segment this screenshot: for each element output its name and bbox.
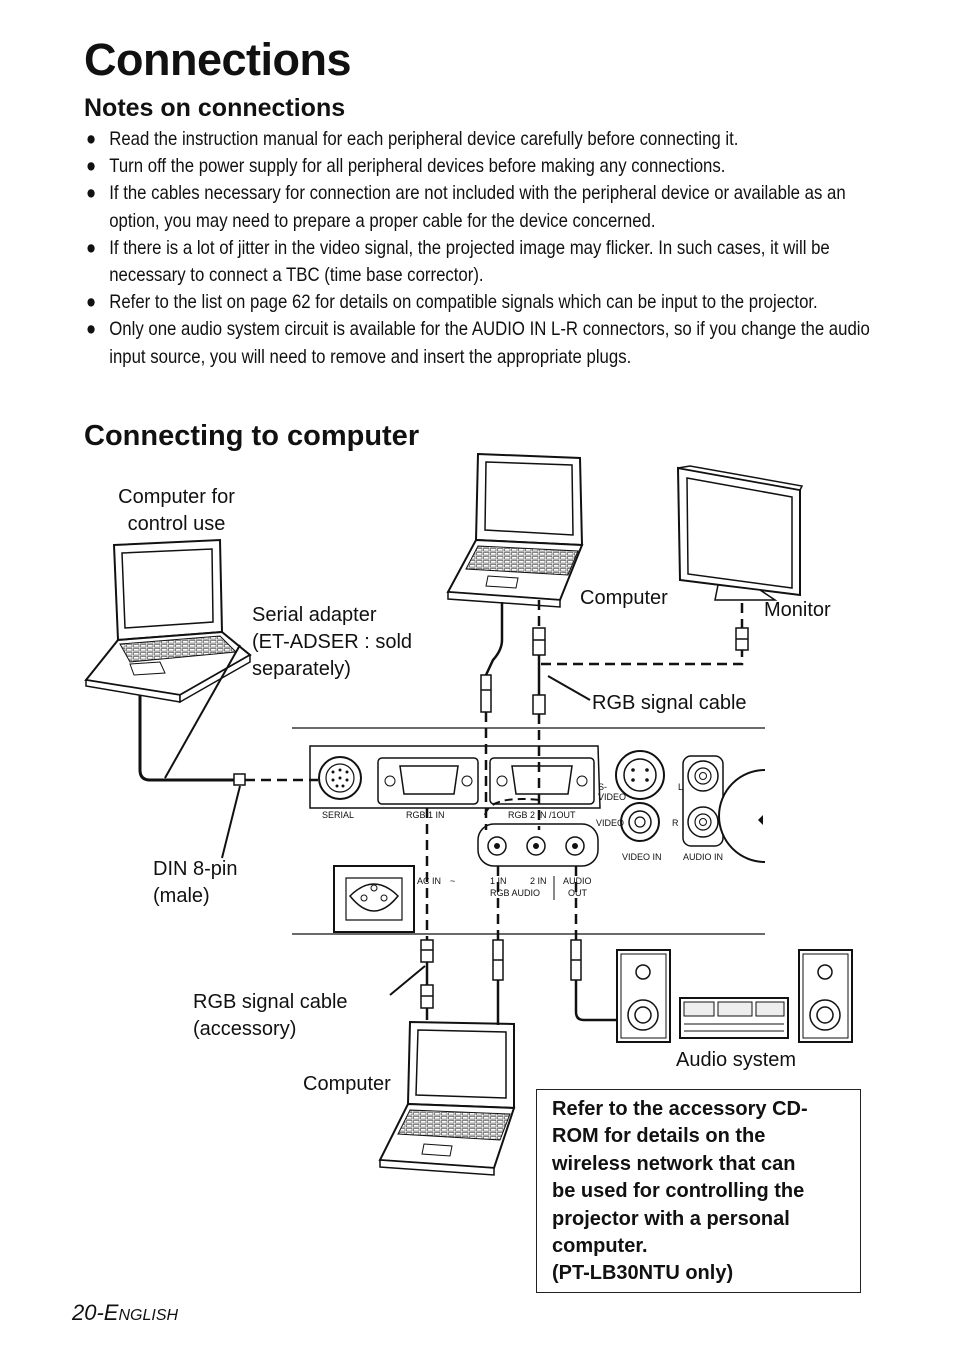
- note-item: ● Refer to the list on page 62 for detail…: [86, 289, 886, 316]
- footer-lang-rest: NGLISH: [118, 1307, 179, 1324]
- projector-panel: SERIAL RGB 1 IN RGB 2 IN /1OUT S-VIDEO V…: [292, 727, 766, 935]
- page-footer: 20-ENGLISH: [72, 1300, 178, 1326]
- label-computer-bottom: Computer: [303, 1073, 391, 1095]
- label-rgb-cable-top: RGB signal cable: [592, 692, 747, 714]
- note-box: [536, 1089, 861, 1293]
- panel-label-ac-in: AC IN: [417, 876, 441, 886]
- panel-label-2in: 2 IN: [530, 876, 547, 886]
- panel-label-audio-in: AUDIO IN: [683, 852, 723, 862]
- section-heading-computer: Connecting to computer: [84, 420, 420, 452]
- label-din-pin: DIN 8-pin (male): [153, 858, 238, 907]
- note-text: If the cables necessary for connection a…: [109, 182, 846, 232]
- panel-label-video: VIDEO: [596, 818, 624, 828]
- page-title: Connections: [84, 34, 352, 85]
- note-text: If there is a lot of jitter in the video…: [109, 236, 830, 287]
- plug-icon: [420, 939, 434, 963]
- bullet-icon: ●: [86, 291, 97, 314]
- panel-label-l: L: [678, 782, 683, 792]
- note-box-text: Refer to the accessory CD- ROM for detai…: [552, 1098, 808, 1285]
- label-rgb-cable-accessory: RGB signal cable (accessory): [193, 991, 348, 1040]
- panel-label-ac-symbol: ~: [450, 876, 455, 886]
- label-serial-adapter: Serial adapter (ET-ADSER : sold separate…: [252, 604, 413, 680]
- bullet-icon: ●: [86, 236, 97, 259]
- panel-label-serial: SERIAL: [322, 810, 354, 820]
- cables: [138, 600, 744, 1025]
- note-item: ● Read the instruction manual for each pe…: [86, 126, 886, 153]
- page-number: 20-: [72, 1300, 104, 1325]
- note-item: ● Only one audio system circuit is availa…: [86, 316, 886, 370]
- note-item: ● Turn off the power supply for all perip…: [86, 153, 886, 180]
- note-text: Refer to the list on page 62 for details…: [109, 291, 818, 314]
- footer-lang-initial: E: [103, 1300, 119, 1325]
- bullet-icon: ●: [86, 128, 97, 150]
- note-item: ● If there is a lot of jitter in the vide…: [86, 235, 886, 289]
- panel-label-1in: 1 IN: [490, 876, 507, 886]
- panel-label-rgb-audio: RGB AUDIO: [490, 888, 540, 898]
- audio-system-icon: [616, 949, 853, 1043]
- label-control-computer: Computer for control use: [118, 486, 235, 535]
- plug-icon: [532, 627, 546, 656]
- note-text: Turn off the power supply for all periph…: [109, 155, 726, 178]
- label-monitor: Monitor: [764, 599, 831, 621]
- label-computer-top: Computer: [580, 587, 668, 609]
- panel-label-rgb1: RGB 1 IN: [406, 810, 445, 820]
- laptop-control-icon: [84, 538, 252, 704]
- panel-label-r: R: [672, 818, 679, 828]
- bullet-icon: ●: [86, 318, 97, 341]
- panel-label-audio: AUDIO: [563, 876, 592, 886]
- panel-label-video-in: VIDEO IN: [622, 852, 662, 862]
- cable-plugs: [420, 627, 749, 1009]
- notes-list: ● Read the instruction manual for each pe…: [86, 126, 886, 371]
- monitor-icon: [676, 465, 804, 601]
- bullet-icon: ●: [86, 182, 97, 205]
- panel-label-rgb2: RGB 2 IN /1OUT: [508, 810, 576, 820]
- plug-icon: [532, 694, 546, 715]
- bullet-icon: ●: [86, 155, 97, 178]
- serial-adapter-icon: [233, 773, 246, 786]
- panel-label-svideo: S-VIDEO: [598, 782, 626, 802]
- laptop-computer-bottom-icon: [378, 1020, 516, 1176]
- plug-icon: [480, 674, 492, 713]
- laptop-computer-top-icon: [446, 452, 584, 608]
- note-text: Read the instruction manual for each per…: [109, 128, 739, 150]
- note-text: Only one audio system circuit is availab…: [109, 318, 870, 368]
- panel-label-out: OUT: [568, 888, 588, 898]
- notes-heading: Notes on connections: [84, 94, 346, 122]
- label-audio-system: Audio system: [676, 1049, 797, 1071]
- note-item: ● If the cables necessary for connection …: [86, 180, 886, 234]
